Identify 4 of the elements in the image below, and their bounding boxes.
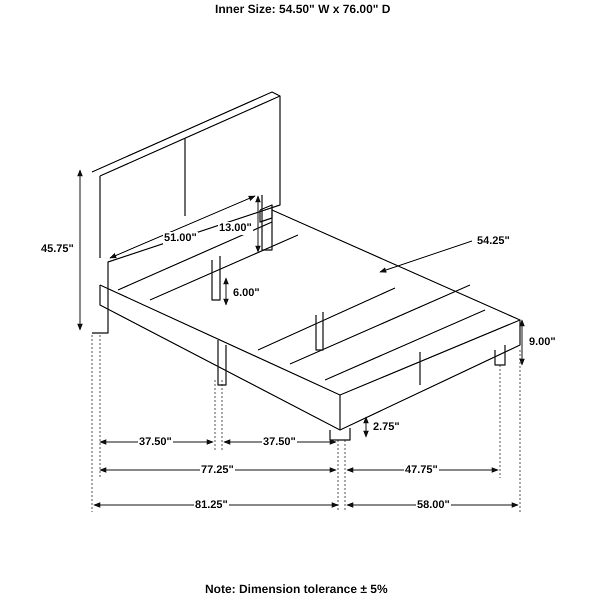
- heading-text: Inner Size: 54.50" W x 76.00" D: [215, 2, 390, 16]
- dimension-label: 51.00": [163, 232, 198, 245]
- dimension-label: 13.00": [218, 222, 253, 235]
- note-text: Note: Dimension tolerance ± 5%: [205, 582, 388, 596]
